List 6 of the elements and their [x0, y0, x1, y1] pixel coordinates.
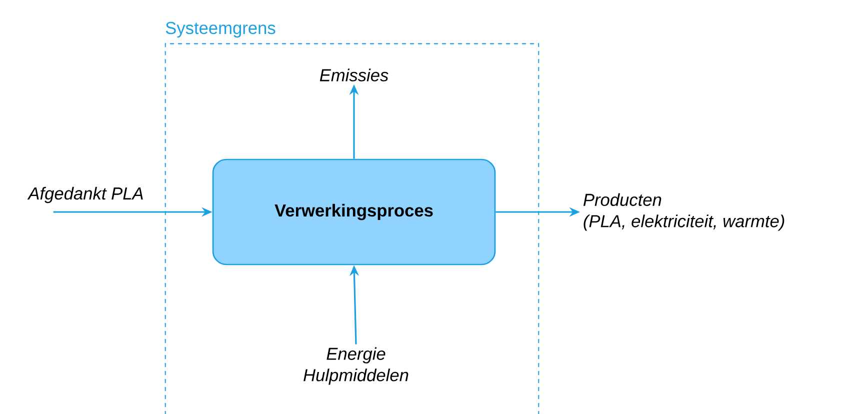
flow-label: Emissies — [320, 68, 388, 82]
flow-label: Afgedankt PLA — [27, 186, 143, 204]
node-label: Systeemgrens — [166, 22, 276, 38]
flow-label: Energie Hulpmiddelen — [304, 347, 408, 385]
process-box: Verwerkingsproces — [212, 158, 496, 266]
output-label: Producten (PLA, elektriciteit, warmte) — [583, 193, 784, 231]
